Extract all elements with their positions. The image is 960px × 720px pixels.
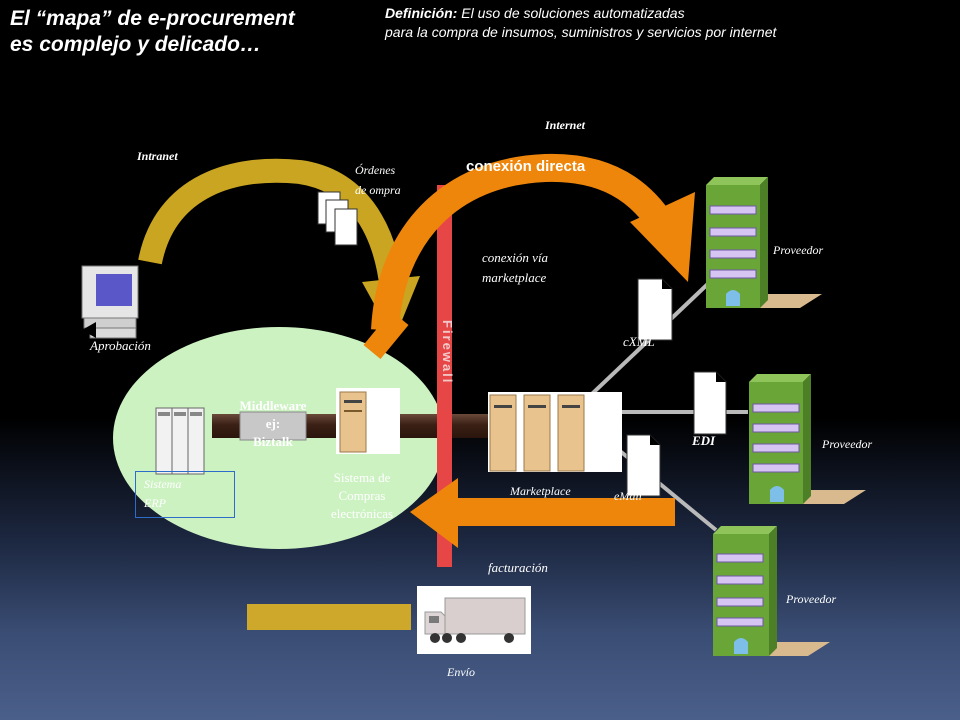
definition-term: Definición: xyxy=(385,5,458,21)
middleware-line-1: Middleware xyxy=(239,398,307,413)
email-label: eMail xyxy=(614,489,642,503)
shipping-label: Envío xyxy=(447,665,475,679)
approval-label: Aprobación xyxy=(90,338,151,353)
purchase-order-docs-icon xyxy=(317,191,358,246)
title-line-1: El “mapa” de e-procurement xyxy=(10,7,295,30)
intranet-label: Intranet xyxy=(137,149,178,163)
erp-system-line-2: ERP xyxy=(144,496,166,510)
supplier-1-label: Proveedor xyxy=(773,243,824,257)
definition: Definición: El uso de soluciones automat… xyxy=(385,4,776,42)
edi-label: EDI xyxy=(692,433,716,448)
supplier-3-label: Proveedor xyxy=(786,592,837,606)
erp-outline-box xyxy=(135,471,235,518)
marketplace-connection-label: conexión vía marketplace xyxy=(482,248,548,288)
procurement-system-line-3: electrónicas xyxy=(330,506,394,521)
supplier-building-3-icon xyxy=(713,526,830,656)
marketplace-label: Marketplace xyxy=(510,484,571,498)
supplier-2-label: Proveedor xyxy=(822,437,873,451)
definition-line-1: El uso de soluciones automatizadas xyxy=(461,5,685,21)
firewall-bar: Firewall xyxy=(437,185,455,567)
delivery-bar xyxy=(247,604,411,630)
email-document-icon xyxy=(626,434,661,497)
direct-connection-label: conexión directa xyxy=(466,158,586,175)
erp-server-icon xyxy=(155,407,205,475)
invoicing-arrow xyxy=(410,478,675,548)
internet-label: Internet xyxy=(545,118,586,132)
middleware-line-3: Biztalk xyxy=(253,434,293,449)
middleware-line-2: ej: xyxy=(265,416,281,431)
supplier-building-1-icon xyxy=(706,177,822,308)
erp-system-line-1: Sistema xyxy=(144,477,182,491)
purchase-orders-label: Órdenes de ompra xyxy=(355,160,401,200)
procurement-system-label: Sistema de Compras electrónicas xyxy=(320,469,404,523)
purchase-orders-line-2: de ompra xyxy=(355,183,401,197)
firewall-label: Firewall xyxy=(440,320,455,385)
definition-line-2: para la compra de insumos, suministros y… xyxy=(385,24,777,40)
title-line-2: es complejo y delicado… xyxy=(10,33,261,56)
middleware-icon xyxy=(239,411,307,441)
supplier-building-2-icon xyxy=(749,374,866,504)
cxml-label: cXML xyxy=(623,334,655,349)
edi-document-icon xyxy=(693,371,727,435)
cxml-document-icon xyxy=(637,278,673,341)
procurement-server-icon xyxy=(336,388,400,454)
direct-connection-arrow xyxy=(363,153,695,359)
erp-system-label: Sistema ERP xyxy=(144,475,181,513)
marketplace-servers-icon xyxy=(488,392,622,472)
page-title: El “mapa” de e-procurement es complejo y… xyxy=(10,6,295,58)
invoicing-label: facturación xyxy=(488,560,548,575)
procurement-system-line-2: Compras xyxy=(338,488,386,503)
middleware-label: Middleware ej: Biztalk xyxy=(232,397,314,451)
workstation-icon xyxy=(81,265,139,339)
marketplace-connection-line-2: marketplace xyxy=(482,270,547,285)
purchase-orders-line-1: Órdenes xyxy=(355,163,396,177)
truck-icon xyxy=(417,586,531,654)
procurement-system-line-1: Sistema de xyxy=(333,470,391,485)
marketplace-connection-line-1: conexión vía xyxy=(482,250,549,265)
